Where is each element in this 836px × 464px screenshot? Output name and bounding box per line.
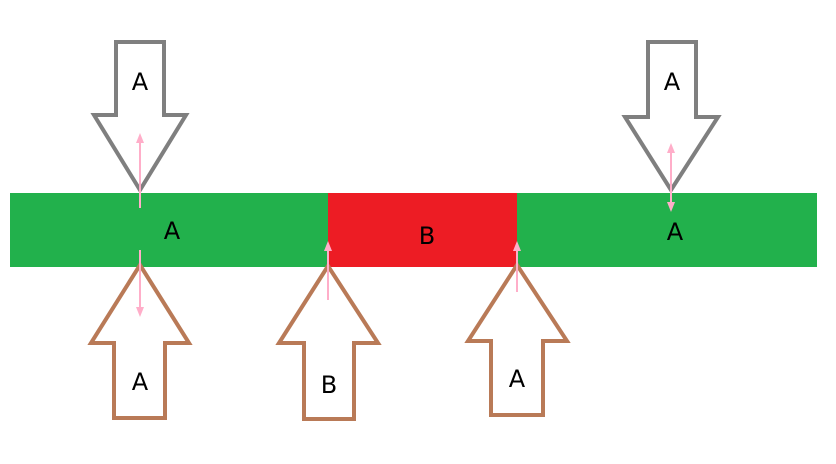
bottom-arrow-right: A [464,261,571,417]
top-arrow-left: A [90,40,190,194]
bar-segment-middle-label: B [419,222,435,250]
top-arrow-right: A [621,40,722,194]
bar-segment-left [10,193,328,267]
pink-up-arrow-icon [513,241,521,292]
pink-double-arrow-icon [667,143,675,212]
bar-segment-left-label: A [164,217,181,245]
pink-down-arrow-icon [136,250,144,317]
bottom-arrow-left-label: A [132,368,149,396]
bar-segment-middle [328,193,517,267]
bar: A B A [10,193,817,267]
down-arrow-icon [621,40,722,194]
pink-up-arrow-icon [136,133,144,208]
top-arrow-left-label: A [132,68,149,96]
bottom-arrow-left: A [87,261,193,420]
bar-segment-right [517,193,817,267]
up-arrow-icon [275,262,382,421]
bar-segment-right-label: A [667,218,684,246]
bottom-arrow-middle: B [275,262,382,421]
pink-up-arrow-icon [324,241,332,300]
up-arrow-icon [87,261,193,420]
top-arrow-right-label: A [664,68,681,96]
down-arrow-icon [90,40,190,194]
pink-vectors [136,133,675,317]
up-arrow-icon [464,261,571,417]
bottom-arrow-middle-label: B [321,371,337,399]
bottom-arrow-right-label: A [509,365,526,393]
